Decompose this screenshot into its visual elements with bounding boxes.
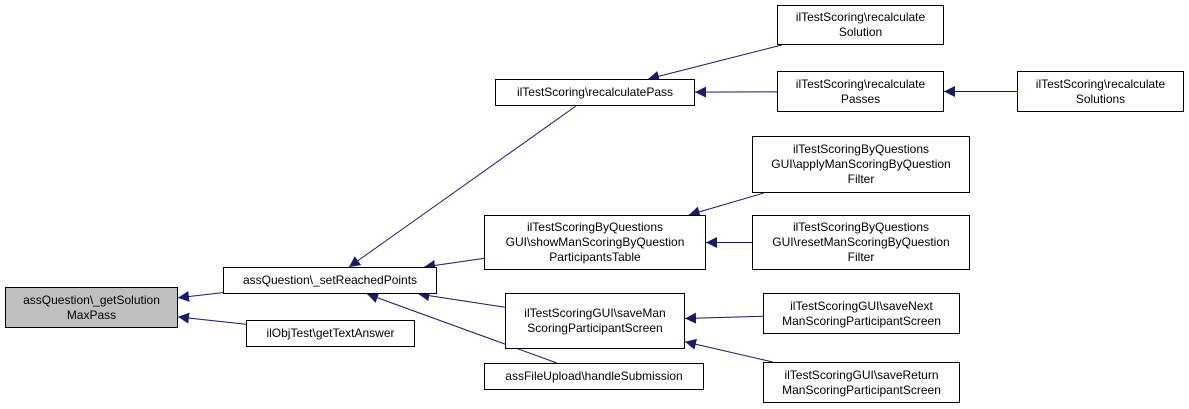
edge-recalculate_solution-to-recalculate_pass (647, 44, 782, 82)
node-label: assQuestion\_setReachedPoints (242, 273, 418, 287)
edge-recalculate_pass-to-set_reached_points (348, 105, 577, 268)
node-save-man-scoring-participant-screen[interactable]: ilTestScoringGUI\saveMan ScoringParticip… (505, 293, 685, 349)
edge-show_man_scoring-to-set_reached_points (424, 257, 485, 271)
edge-save_return-to-save_man_scoring (684, 338, 773, 363)
node-recalculate-passes[interactable]: ilTestScoring\recalculate Passes (777, 71, 944, 112)
node-handle-submission[interactable]: assFileUpload\handleSubmission (484, 363, 704, 390)
node-get-text-answer[interactable]: ilObjTest\getTextAnswer (246, 320, 415, 347)
node-label: assQuestion\_getSolution MaxPass (23, 292, 160, 322)
node-reset-man-scoring-by-question-filter[interactable]: ilTestScoringByQuestions GUI\resetManSco… (752, 215, 970, 270)
node-set-reached-points[interactable]: assQuestion\_setReachedPoints (223, 267, 437, 294)
node-label: ilTestScoring\recalculate Passes (795, 76, 926, 106)
edge-save_man_scoring-to-set_reached_points (418, 290, 506, 308)
node-label: ilTestScoringGUI\saveReturn ManScoringPa… (782, 367, 941, 397)
node-apply-man-scoring-by-question-filter[interactable]: ilTestScoringByQuestions GUI\applyManSco… (752, 136, 970, 193)
node-recalculate-solutions[interactable]: ilTestScoring\recalculate Solutions (1017, 71, 1184, 112)
edge-get_text_answer-to-get_solution_max_pass (177, 312, 247, 325)
node-label: ilTestScoringGUI\saveMan ScoringParticip… (524, 306, 666, 335)
node-label: ilTestScoringGUI\saveNext ManScoringPart… (782, 298, 941, 328)
edge-set_reached_points-to-get_solution_max_pass (177, 291, 224, 302)
node-save-next-man-scoring-participant-screen[interactable]: ilTestScoringGUI\saveNext ManScoringPart… (763, 293, 960, 334)
node-recalculate-solution[interactable]: ilTestScoring\recalculate Solution (777, 5, 944, 45)
node-label: ilTestScoringByQuestions GUI\applyManSco… (771, 142, 951, 186)
node-label: ilTestScoringByQuestions GUI\resetManSco… (772, 220, 950, 264)
node-label: assFileUpload\handleSubmission (505, 369, 683, 383)
node-save-return-man-scoring-participant-screen[interactable]: ilTestScoringGUI\saveReturn ManScoringPa… (763, 362, 960, 403)
edge-save_next-to-save_man_scoring (684, 312, 764, 324)
edge-apply_man_scoring-to-show_man_scoring (688, 192, 764, 218)
node-show-man-scoring-participants-table[interactable]: ilTestScoringByQuestions GUI\showManScor… (484, 215, 706, 270)
node-label: ilTestScoringByQuestions GUI\showManScor… (505, 220, 685, 264)
node-get-solution-max-pass: assQuestion\_getSolution MaxPass (5, 287, 178, 328)
node-label: ilTestScoring\recalculatePass (516, 85, 674, 99)
node-label: ilTestScoring\recalculate Solution (795, 10, 926, 39)
edge-handle_submission-to-set_reached_points (366, 292, 558, 364)
node-recalculate-pass[interactable]: ilTestScoring\recalculatePass (495, 79, 695, 106)
node-label: ilTestScoring\recalculate Solutions (1035, 76, 1166, 106)
node-label: ilObjTest\getTextAnswer (266, 326, 395, 340)
